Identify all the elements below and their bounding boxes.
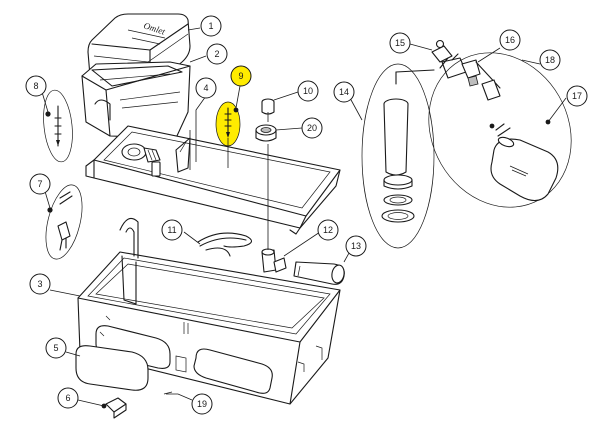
svg-text:9: 9 xyxy=(238,71,243,81)
part-base xyxy=(77,217,341,405)
part-tube-11 xyxy=(197,232,253,257)
part-screw-9 xyxy=(215,101,241,147)
part-tray xyxy=(85,125,341,235)
callout-16: 16 xyxy=(499,29,521,51)
callout-17: 17 xyxy=(566,85,588,107)
callout-14: 14 xyxy=(333,81,355,103)
callout-13: 13 xyxy=(345,235,367,257)
svg-text:12: 12 xyxy=(323,225,333,235)
svg-text:15: 15 xyxy=(395,38,405,48)
svg-text:2: 2 xyxy=(214,49,219,59)
part-float-valve-14 xyxy=(361,63,435,249)
callout-12: 12 xyxy=(317,219,339,241)
svg-text:7: 7 xyxy=(37,179,42,189)
svg-text:6: 6 xyxy=(65,393,70,403)
leader-lines xyxy=(41,27,567,407)
callout-3: 3 xyxy=(29,273,51,295)
part-hose-13 xyxy=(293,261,345,285)
callout-7: 7 xyxy=(29,173,51,195)
callout-1: 1 xyxy=(200,15,222,37)
part-cap-10 xyxy=(261,98,275,115)
callout-18: 18 xyxy=(539,49,561,71)
part-container xyxy=(81,61,191,139)
callout-11: 11 xyxy=(161,219,183,241)
callout-19: 19 xyxy=(191,393,213,415)
svg-text:19: 19 xyxy=(197,399,207,409)
svg-text:14: 14 xyxy=(339,87,349,97)
part-valve-assembly-7 xyxy=(45,184,83,260)
svg-text:20: 20 xyxy=(307,123,317,133)
callout-5: 5 xyxy=(45,337,67,359)
svg-text:18: 18 xyxy=(545,55,555,65)
callout-8: 8 xyxy=(25,75,47,97)
callout-6: 6 xyxy=(57,387,79,409)
svg-text:8: 8 xyxy=(33,81,38,91)
part-screw-set-8 xyxy=(43,89,73,163)
callout-10: 10 xyxy=(297,80,319,102)
part-clip xyxy=(101,397,127,419)
svg-text:17: 17 xyxy=(572,91,582,101)
part-nut-20 xyxy=(255,124,277,142)
part-valve-body-15-16 xyxy=(428,39,572,208)
callout-20: 20 xyxy=(301,117,323,139)
svg-text:1: 1 xyxy=(208,21,213,31)
part-side-panel xyxy=(75,345,149,391)
part-elbow-12 xyxy=(261,248,287,273)
callout-4: 4 xyxy=(195,77,217,99)
svg-text:3: 3 xyxy=(37,279,42,289)
svg-text:5: 5 xyxy=(53,343,58,353)
svg-text:4: 4 xyxy=(203,83,208,93)
svg-text:13: 13 xyxy=(351,241,361,251)
svg-text:11: 11 xyxy=(167,225,176,235)
callout-9: 9 xyxy=(230,65,252,87)
part-float-17 xyxy=(489,119,559,202)
callout-15: 15 xyxy=(389,32,411,54)
svg-text:10: 10 xyxy=(303,86,313,96)
callout-2: 2 xyxy=(206,43,228,65)
svg-text:16: 16 xyxy=(505,35,515,45)
